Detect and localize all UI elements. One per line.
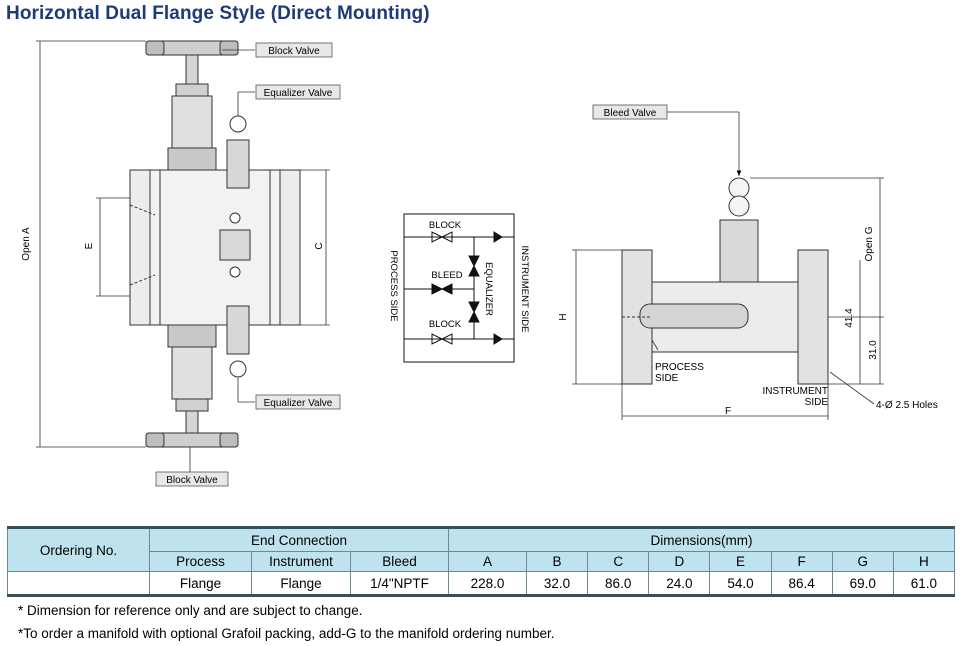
header-dim-f: F [770,551,833,572]
header-dim-h: H [892,551,956,572]
side-view-process-label-2: SIDE [655,373,679,384]
dim-open-g-label: Open G [864,226,875,261]
header-dim-b: B [525,551,589,572]
front-view-drawing [129,40,301,448]
header-dim-d: D [648,551,711,572]
note-reference: * Dimension for reference only and are s… [18,603,363,618]
schematic-block-top: BLOCK [429,220,462,231]
dim-41-4-label: 41.4 [844,308,855,328]
schematic-bleed: BLEED [431,270,462,281]
header-dim-c: C [587,551,650,572]
technical-drawings: Open A E C Block Valve Equalizer Valve E… [21,40,938,487]
cell-dim-a: 228.0 [448,571,527,596]
header-bleed: Bleed [350,551,449,572]
cell-dim-b: 32.0 [525,571,589,596]
cell-bleed: 1/4"NPTF [350,571,449,596]
callout-equalizer-valve-bottom: Equalizer Valve [264,398,333,409]
cell-dim-f: 86.4 [770,571,833,596]
cell-dim-c: 86.0 [587,571,650,596]
callout-bleed-valve: Bleed Valve [604,108,657,119]
schematic-instrument-side: INSTRUMENT SIDE [519,246,530,333]
callout-block-valve-top: Block Valve [268,46,320,57]
cell-process: Flange [149,571,252,596]
header-end-connection: End Connection [149,527,449,552]
callout-block-valve-bottom: Block Valve [166,475,218,486]
side-view-instrument-label-1: INSTRUMENT [762,386,828,397]
header-dimensions: Dimensions(mm) [448,527,955,552]
header-ordering-no: Ordering No. [7,527,150,572]
header-dim-g: G [831,551,894,572]
side-view-drawing [621,177,829,385]
header-process: Process [149,551,252,572]
cell-instrument: Flange [251,571,351,596]
header-instrument: Instrument [251,551,351,572]
valve-schematic [403,213,515,363]
side-view-process-label-1: PROCESS [655,362,704,373]
schematic-process-side: PROCESS SIDE [388,250,399,321]
dim-e-label: E [84,242,95,249]
callout-equalizer-valve-top: Equalizer Valve [264,88,333,99]
schematic-block-bottom: BLOCK [429,319,462,330]
page-title: Horizontal Dual Flange Style (Direct Mou… [6,3,430,24]
schematic-equalizer: EQUALIZER [483,262,494,316]
side-view-instrument-label-2: SIDE [805,397,829,408]
cell-dim-h: 61.0 [892,571,956,596]
dim-31-0-label: 31.0 [868,340,879,360]
dim-c-label: C [314,242,325,249]
cell-ordering-no [7,571,150,596]
cell-dim-e: 54.0 [709,571,772,596]
note-grafoil: *To order a manifold with optional Grafo… [18,626,555,641]
header-dim-a: A [448,551,527,572]
dim-f-label: F [725,406,731,417]
ordering-dimension-table: Ordering No. End Connection Dimensions(m… [7,526,956,597]
dim-h-label: H [558,313,569,320]
header-dim-e: E [709,551,772,572]
holes-label: 4-Ø 2.5 Holes [876,400,938,411]
cell-dim-g: 69.0 [831,571,894,596]
table-row: Flange Flange 1/4"NPTF 228.0 32.0 86.0 2… [7,571,956,596]
dim-open-a-label: Open A [21,227,32,261]
cell-dim-d: 24.0 [648,571,711,596]
